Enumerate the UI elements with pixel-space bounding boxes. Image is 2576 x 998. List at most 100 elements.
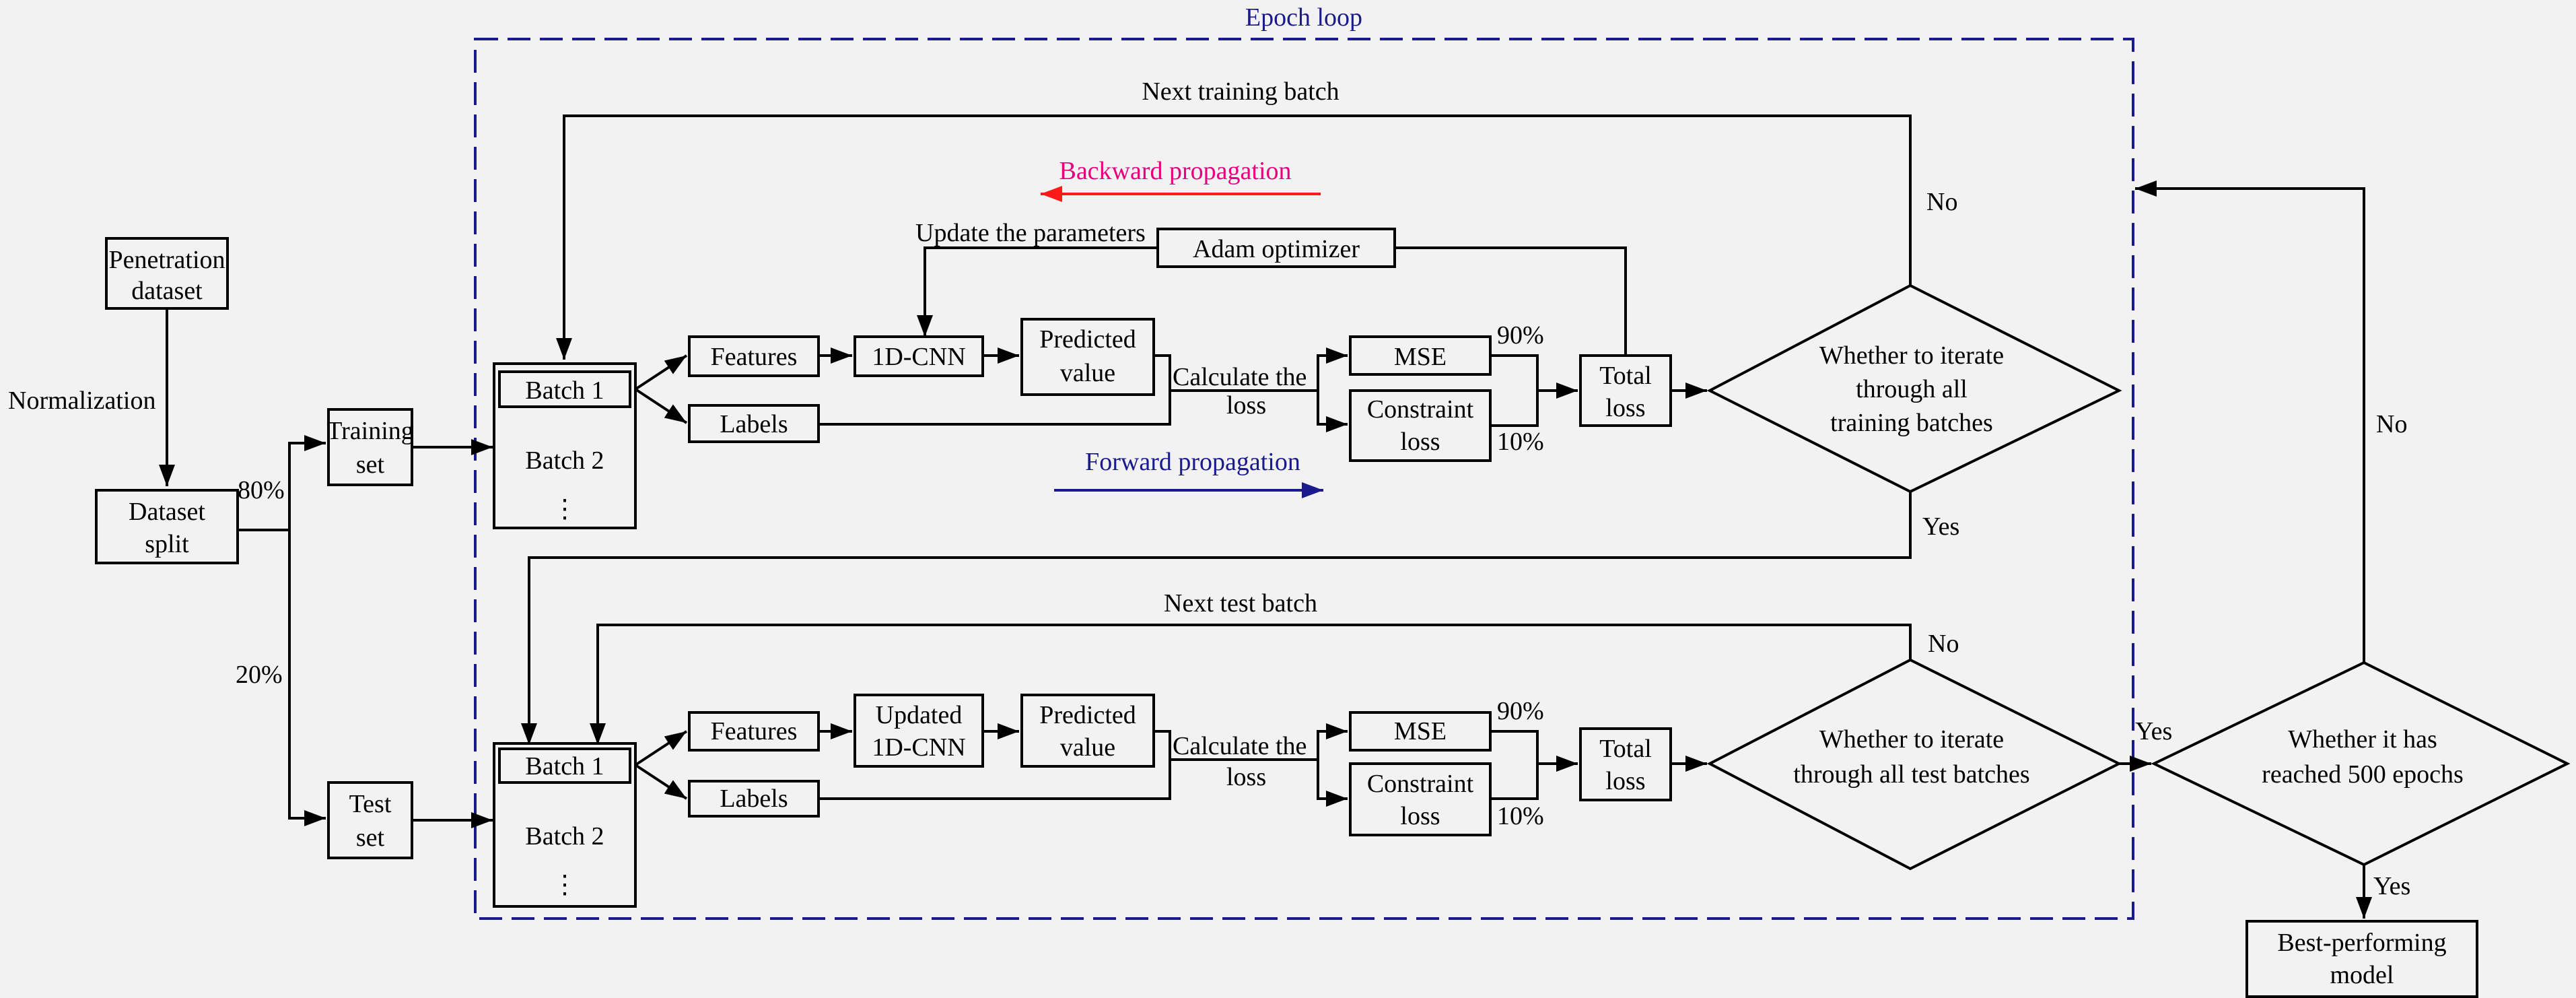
test-labels-box (688, 780, 820, 818)
train-batch-dots: ⋮ (552, 495, 578, 523)
arrow-test-batch-to-labels (634, 764, 688, 800)
train-no-label: No (1926, 188, 1957, 216)
epoch-decision-line2: reached 500 epochs (2262, 760, 2464, 789)
line-labels-to-constraint (819, 391, 1171, 426)
test-total-loss-line1: Total (1599, 735, 1652, 763)
test-constraint-line1: Constraint (1367, 770, 1474, 798)
test-predicted-line2: value (1060, 733, 1115, 762)
test-batch1-box (498, 747, 631, 784)
arrow-batch-to-features (634, 354, 688, 391)
test-pct-10-label: 10% (1497, 802, 1544, 830)
arrow-test-to-mse (1317, 723, 1348, 760)
train-decision-line1: Whether to iterate (1819, 341, 2004, 370)
test-yes-label: Yes (2135, 717, 2172, 745)
test-updated-cnn-line1: Updated (876, 701, 963, 729)
train-predicted-label-line1: Predicted (1039, 325, 1136, 354)
pct-80-label: 80% (238, 476, 285, 504)
arrow-adam-to-cnn (917, 246, 1158, 337)
line-test-predicted-to-loss (1154, 730, 1171, 760)
train-pct-10-label: 10% (1497, 428, 1544, 456)
train-pct-90-label: 90% (1497, 321, 1544, 350)
test-batch2-label: Batch 2 (525, 822, 604, 851)
test-calc-label-line2: loss (1226, 763, 1266, 791)
train-total-loss-line1: Total (1599, 362, 1652, 390)
test-pct-90-label: 90% (1497, 697, 1544, 725)
train-labels-label: Labels (720, 410, 788, 438)
best-model-line2: model (2330, 961, 2394, 989)
arrow-next-training-batch (556, 114, 1912, 360)
train-total-loss-box (1579, 354, 1672, 427)
test-set-label-line2: set (356, 824, 385, 852)
arrow-to-test-set (288, 530, 326, 826)
epoch-no-label: No (2376, 410, 2407, 438)
train-constraint-box (1349, 389, 1492, 462)
epoch-loop-label: Epoch loop (1245, 3, 1362, 32)
next-test-batch-label: Next test batch (1164, 589, 1317, 618)
arrow-to-mse (1317, 347, 1348, 391)
test-total-loss-line2: loss (1605, 767, 1645, 795)
arrow-to-training-set (288, 435, 326, 530)
arrow-test-to-constraint (1317, 760, 1348, 807)
train-constraint-label-line1: Constraint (1367, 395, 1474, 424)
best-model-line1: Best-performing (2277, 929, 2446, 957)
train-calc-label-line1: Calculate the (1173, 363, 1307, 391)
train-labels-box (688, 404, 820, 443)
train-decision-line2: through all (1856, 375, 1968, 403)
backward-propagation-label: Backward propagation (1059, 157, 1291, 185)
test-predicted-line1: Predicted (1039, 701, 1136, 729)
pct-20-label: 20% (236, 661, 283, 689)
test-constraint-line2: loss (1400, 802, 1440, 830)
test-updated-cnn-line2: 1D-CNN (872, 733, 965, 762)
test-features-label: Features (711, 717, 798, 745)
train-yes-label: Yes (1922, 512, 1959, 541)
test-batch1-label: Batch 1 (525, 752, 604, 780)
forward-propagation-label: Forward propagation (1085, 448, 1300, 476)
test-labels-label: Labels (720, 785, 788, 813)
train-predicted-box (1020, 318, 1155, 396)
train-batch1-label: Batch 1 (525, 376, 604, 405)
test-decision-line2: through all test batches (1793, 760, 2029, 789)
epoch-loop-frame (474, 38, 2134, 920)
line-mse-to-total (1490, 354, 1539, 391)
adam-optimizer-label: Adam optimizer (1193, 235, 1360, 263)
dataset-split-label-line2: split (145, 530, 189, 558)
test-predicted-box (1020, 694, 1155, 768)
arrow-train-yes-to-test (521, 492, 1912, 745)
adam-optimizer-box (1156, 228, 1396, 268)
training-set-label-line1: Training (326, 417, 414, 445)
epoch-decision-diamond (2151, 661, 2571, 867)
penetration-dataset-label-line1: Penetration (108, 246, 225, 274)
best-model-box (2246, 920, 2478, 998)
line-predicted-to-loss (1154, 354, 1171, 391)
dataset-split-box (95, 489, 239, 564)
train-constraint-label-line2: loss (1400, 428, 1440, 456)
line-total-to-adam (1395, 246, 1627, 356)
train-batch2-label: Batch 2 (525, 446, 604, 475)
normalization-label: Normalization (8, 387, 155, 415)
penetration-dataset-label-line2: dataset (131, 277, 203, 305)
epoch-yes-label: Yes (2373, 872, 2410, 900)
arrow-to-constraint (1317, 391, 1348, 432)
test-constraint-box (1349, 762, 1492, 836)
arrow-batch-to-labels (634, 388, 688, 424)
test-mse-label: MSE (1394, 717, 1447, 745)
line-test-constraint-to-total (1490, 764, 1539, 800)
test-calc-label-line1: Calculate the (1173, 732, 1307, 760)
test-batch-dots: ⋮ (552, 871, 578, 899)
train-batch1-box (498, 370, 631, 408)
train-predicted-label-line2: value (1060, 359, 1115, 387)
test-no-label: No (1928, 630, 1959, 658)
train-calc-label-line2: loss (1226, 391, 1266, 420)
arrow-epoch-no-loop (2135, 180, 2365, 663)
train-decision-line3: training batches (1830, 409, 1993, 437)
test-set-box (327, 781, 413, 859)
test-decision-line1: Whether to iterate (1819, 725, 2004, 754)
dataset-split-label-line1: Dataset (129, 498, 205, 526)
arrow-test-batch-to-features (634, 730, 688, 766)
train-decision-diamond (1706, 284, 2122, 494)
train-1d-cnn-label: 1D-CNN (872, 343, 965, 371)
line-constraint-to-total (1490, 391, 1539, 427)
update-parameters-label: Update the parameters (915, 219, 1146, 247)
line-test-labels-to-loss (819, 760, 1171, 800)
